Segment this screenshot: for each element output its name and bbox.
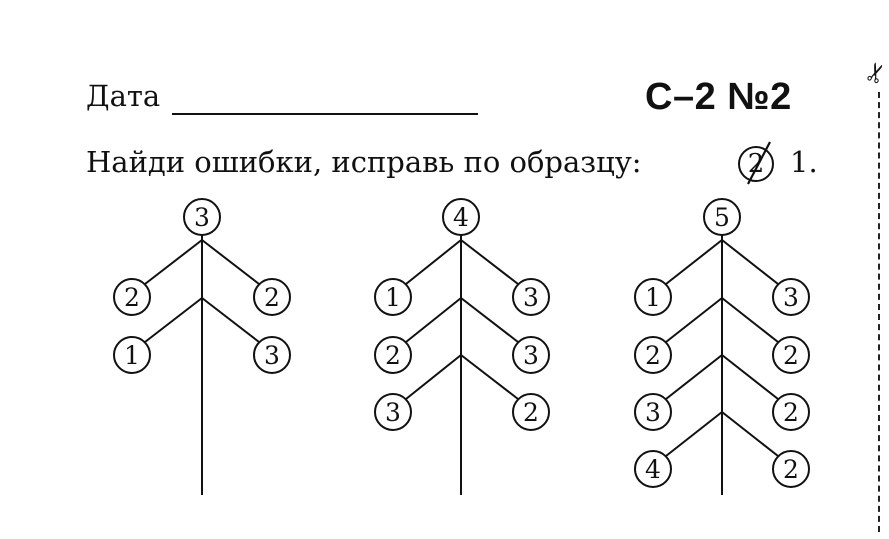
tree-2-left-node: 2	[374, 336, 412, 374]
tree-2-top-node: 4	[442, 198, 480, 236]
cut-line	[878, 92, 880, 532]
tree-3-right-node: 3	[772, 278, 810, 316]
tree-3-top-node-label: 5	[714, 203, 730, 232]
tree-1-left-node-label: 2	[124, 283, 140, 312]
tree-3-right-node: 2	[772, 336, 810, 374]
tree-3-left-node-circle	[634, 278, 672, 316]
instruction-text: Найди ошибки, исправь по образцу:	[86, 145, 642, 179]
tree-3-right-node-label: 2	[783, 398, 799, 427]
branch-left	[665, 354, 723, 400]
tree-3-right-node: 2	[772, 450, 810, 488]
tree-3-right-node-circle	[772, 278, 810, 316]
tree-2-right-node: 3	[512, 336, 550, 374]
tree-1-top-node: 3	[183, 198, 221, 236]
example-wrong-number: 2	[738, 146, 774, 182]
tree-2-right-node-circle	[512, 278, 550, 316]
branch-right	[721, 297, 779, 343]
branch-left	[665, 411, 723, 457]
tree-2-left-node-label: 3	[385, 398, 401, 427]
tree-1-left-node: 1	[113, 336, 151, 374]
tree-1-left-node: 2	[113, 278, 151, 316]
tree-1-right-node-circle	[253, 278, 291, 316]
tree-1-right-node: 3	[253, 336, 291, 374]
branch-right	[460, 297, 519, 343]
branch-left	[144, 297, 203, 343]
tree-3-left-node: 4	[634, 450, 672, 488]
tree-2-right-node-label: 2	[523, 398, 539, 427]
tree-2-left-node: 3	[374, 393, 412, 431]
branch-right	[721, 411, 779, 457]
branch-left	[405, 354, 462, 400]
tree-3-right-node: 2	[772, 393, 810, 431]
tree-2-right-node: 2	[512, 393, 550, 431]
tree-3-left-node-label: 2	[645, 341, 661, 370]
tree-2-right-node-circle	[512, 393, 550, 431]
tree-2-left-node: 1	[374, 278, 412, 316]
branch-right	[201, 297, 260, 343]
branch-right	[460, 239, 519, 285]
tree-3-left-node-circle	[634, 450, 672, 488]
tree-1-left-node-circle	[113, 278, 151, 316]
branch-right	[460, 354, 519, 400]
tree-3-top-node: 5	[703, 198, 741, 236]
branch-left	[144, 239, 203, 285]
tree-2-left-node-circle	[374, 336, 412, 374]
branch-right	[721, 354, 779, 400]
tree-1-left-node-circle	[113, 336, 151, 374]
tree-1-right-node-label: 2	[264, 283, 280, 312]
tree-2-right-node-label: 3	[523, 341, 539, 370]
tree-3-left-node-label: 4	[645, 455, 661, 484]
tree-2-left-node-circle	[374, 278, 412, 316]
tree-3	[665, 235, 779, 495]
tree-1	[144, 235, 260, 495]
example-corrected-number: 1.	[790, 145, 818, 179]
branch-left	[405, 297, 462, 343]
tree-1-top-node-circle	[183, 198, 221, 236]
tree-2-right-node: 3	[512, 278, 550, 316]
tree-1-right-node: 2	[253, 278, 291, 316]
tree-3-left-node-label: 1	[645, 283, 661, 312]
tree-3-left-node-label: 3	[645, 398, 661, 427]
tree-3-left-node-circle	[634, 336, 672, 374]
tree-3-left-node: 1	[634, 278, 672, 316]
tree-2-left-node-circle	[374, 393, 412, 431]
branch-right	[201, 239, 260, 285]
tree-1-left-node-label: 1	[124, 341, 140, 370]
tree-2-top-node-circle	[442, 198, 480, 236]
worksheet-code: С–2 №2	[645, 76, 792, 118]
tree-3-right-node-label: 2	[783, 341, 799, 370]
tree-3-right-node-circle	[772, 336, 810, 374]
tree-1-right-node-circle	[253, 336, 291, 374]
strike-through-icon	[747, 141, 771, 185]
tree-2-right-node-circle	[512, 336, 550, 374]
tree-1-top-node-label: 3	[194, 203, 210, 232]
tree-2-right-node-label: 3	[523, 283, 539, 312]
tree-1-right-node-label: 3	[264, 341, 280, 370]
tree-3-left-node: 3	[634, 393, 672, 431]
tree-3-right-node-circle	[772, 450, 810, 488]
tree-3-left-node-circle	[634, 393, 672, 431]
date-label: Дата	[86, 79, 161, 113]
date-input-line[interactable]	[172, 113, 478, 115]
branch-left	[405, 239, 462, 285]
tree-3-left-node: 2	[634, 336, 672, 374]
tree-3-right-node-label: 2	[783, 455, 799, 484]
branch-left	[665, 297, 723, 343]
tree-2-left-node-label: 1	[385, 283, 401, 312]
tree-3-right-node-label: 3	[783, 283, 799, 312]
tree-2-left-node-label: 2	[385, 341, 401, 370]
tree-2	[405, 235, 519, 495]
example-wrong-value: 2	[747, 149, 765, 179]
tree-2-top-node-label: 4	[453, 203, 469, 232]
branch-left	[665, 239, 723, 285]
branch-right	[721, 239, 779, 285]
tree-3-right-node-circle	[772, 393, 810, 431]
tree-3-top-node-circle	[703, 198, 741, 236]
